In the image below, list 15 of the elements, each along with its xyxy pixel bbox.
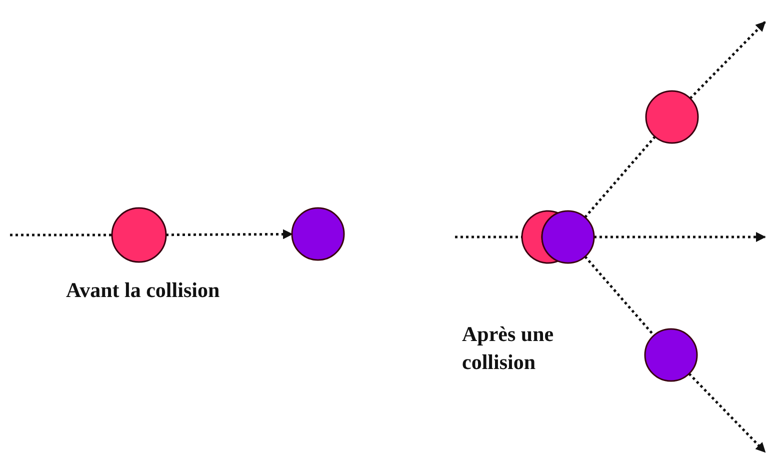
particle-circle (111, 207, 167, 263)
dotted-arrow (688, 372, 766, 453)
dotted-arrow (689, 21, 766, 100)
caption-text: Avant la collision (66, 277, 221, 304)
particle-circle (541, 210, 595, 264)
dotted-arrow (166, 229, 293, 240)
dotted-line (584, 256, 655, 336)
particle-circle (645, 90, 699, 144)
dotted-arrow (594, 232, 766, 242)
dotted-line (584, 136, 656, 218)
caption-text: Après une collision (462, 321, 555, 376)
particle-circle (644, 328, 698, 382)
particle-circle (291, 207, 345, 261)
dotted-line (455, 236, 522, 238)
dotted-line (10, 234, 112, 236)
